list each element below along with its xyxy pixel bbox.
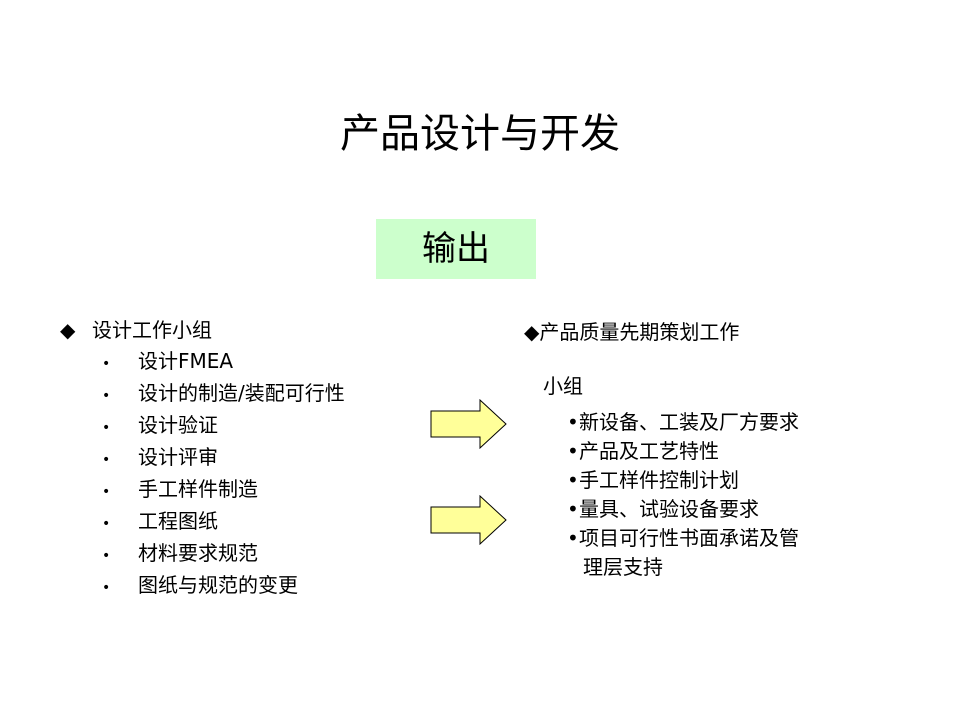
bullet-icon: •	[102, 484, 111, 500]
list-item-text: 工程图纸	[138, 509, 218, 533]
list-item-text: 产品及工艺特性	[579, 439, 719, 463]
right-arrow-icon	[430, 495, 507, 545]
list-item: • 设计FMEA	[102, 345, 345, 377]
right-arrow-icon	[430, 399, 507, 449]
list-item-text: 手工样件控制计划	[579, 468, 739, 492]
list-item-text: 材料要求规范	[138, 541, 258, 565]
list-item: • 手工样件制造	[102, 473, 345, 505]
left-heading-text: 设计工作小组	[92, 318, 212, 342]
bullet-icon: •	[567, 468, 579, 492]
list-item-text: 设计验证	[138, 413, 218, 437]
list-item-text: 项目可行性书面承诺及管	[579, 526, 799, 550]
diamond-bullet-icon: ◆	[60, 318, 76, 342]
list-item: •手工样件控制计划	[567, 466, 799, 495]
list-item: •新设备、工装及厂方要求	[567, 408, 799, 437]
bullet-icon: •	[567, 497, 579, 521]
output-label: 输出	[422, 229, 490, 269]
page-title: 产品设计与开发	[340, 111, 620, 157]
bullet-icon: •	[567, 439, 579, 463]
list-item: • 图纸与规范的变更	[102, 569, 345, 601]
list-item: • 设计验证	[102, 409, 345, 441]
bullet-icon: •	[567, 410, 579, 434]
list-item-text: 图纸与规范的变更	[138, 573, 298, 597]
right-heading: ◆产品质量先期策划工作	[524, 320, 740, 344]
list-item: 理层支持	[567, 553, 799, 582]
output-box: 输出	[376, 219, 536, 279]
bullet-icon: •	[102, 452, 111, 468]
right-heading-cont: 小组	[543, 374, 583, 398]
list-item-text: 手工样件制造	[138, 477, 258, 501]
list-item: • 设计的制造/装配可行性	[102, 377, 345, 409]
list-item: •项目可行性书面承诺及管	[567, 524, 799, 553]
list-item-text: 设计FMEA	[138, 349, 234, 373]
list-item-text: 新设备、工装及厂方要求	[579, 410, 799, 434]
list-item: • 材料要求规范	[102, 537, 345, 569]
list-item-text: 设计的制造/装配可行性	[138, 381, 345, 405]
list-item-text: 设计评审	[138, 445, 218, 469]
list-item-text-cont: 理层支持	[583, 555, 663, 579]
bullet-icon: •	[102, 580, 111, 596]
left-heading: ◆ 设计工作小组	[60, 316, 212, 344]
list-item: • 工程图纸	[102, 505, 345, 537]
right-list: •新设备、工装及厂方要求 •产品及工艺特性 •手工样件控制计划 •量具、试验设备…	[567, 408, 799, 582]
bullet-icon: •	[102, 420, 111, 436]
bullet-icon: •	[102, 388, 111, 404]
list-item: •产品及工艺特性	[567, 437, 799, 466]
bullet-icon: •	[567, 526, 579, 550]
list-item-text: 量具、试验设备要求	[579, 497, 759, 521]
bullet-icon: •	[102, 548, 111, 564]
bullet-icon: •	[102, 356, 111, 372]
bullet-icon: •	[102, 516, 111, 532]
list-item: •量具、试验设备要求	[567, 495, 799, 524]
list-item: • 设计评审	[102, 441, 345, 473]
left-list: • 设计FMEA • 设计的制造/装配可行性 • 设计验证 • 设计评审 • 手工样件制造…	[102, 345, 345, 601]
